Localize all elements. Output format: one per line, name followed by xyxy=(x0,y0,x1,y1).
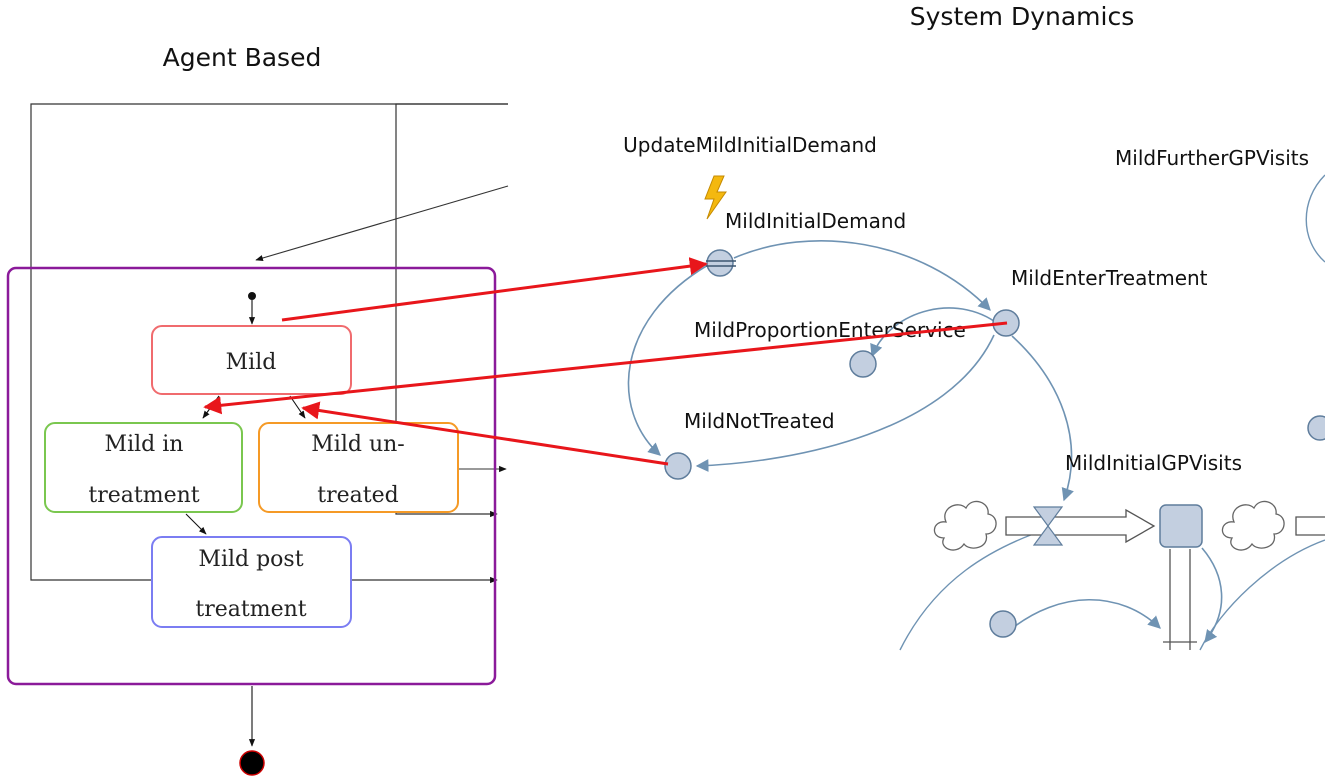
link-param-to-stock xyxy=(1009,598,1161,631)
parameter-mild-proportion-enter-service-label: MildProportionEnterService xyxy=(694,318,966,342)
variable-mild-not-treated[interactable] xyxy=(664,452,692,480)
mapping-arrow-enter-treatment-to-in-treatment xyxy=(203,321,1008,415)
flow-mild-initial-gp-visits-label: MildInitialGPVisits xyxy=(1065,451,1242,475)
link-proportion-to-enter xyxy=(870,307,1004,358)
parameter-mild-proportion-enter-service[interactable] xyxy=(849,350,877,378)
state-mild-in-treatment-label-line1: Mild in xyxy=(105,432,184,457)
incoming-transition-arrow xyxy=(255,185,509,262)
link-partial xyxy=(1199,539,1325,651)
state-mild-in-treatment-label-line2: treatment xyxy=(88,483,199,508)
variable-mild-not-treated-label: MildNotTreated xyxy=(684,409,835,433)
state-mild-untreated xyxy=(258,422,459,513)
link-partial xyxy=(1305,174,1325,263)
state-mild-label: Mild xyxy=(226,350,277,375)
composite-state-mild-pathway xyxy=(6,266,497,686)
variable-mild-initial-demand-label: MildInitialDemand xyxy=(725,209,906,233)
flow-valve-icon[interactable] xyxy=(1032,506,1064,528)
lightning-icon[interactable] xyxy=(704,175,727,220)
link-enter-to-flow xyxy=(1011,335,1074,502)
link-demand-to-enter xyxy=(733,240,991,311)
final-state-dot xyxy=(239,750,265,776)
stock-mild[interactable] xyxy=(1159,504,1203,548)
state-mild xyxy=(151,325,352,395)
flow-pipe-mild-initial-gp-visits[interactable] xyxy=(1005,508,1156,544)
link-enter-to-nottreated xyxy=(695,334,995,472)
outflow-pipe xyxy=(1169,549,1191,650)
event-update-mild-initial-demand-label: UpdateMildInitialDemand xyxy=(623,133,877,157)
cloud-source-icon xyxy=(933,500,997,551)
mapping-arrow-mild-to-initial-demand xyxy=(281,257,708,322)
transition-in-treatment-to-post xyxy=(185,513,207,535)
mapping-arrow-not-treated-to-untreated xyxy=(301,401,669,466)
state-mild-post-treatment-label-line1: Mild post xyxy=(198,547,303,572)
link-stock-to-outflow xyxy=(1201,547,1223,644)
variable-mild-further-gp-visits-label: MildFurtherGPVisits xyxy=(1115,146,1309,170)
initial-state-dot xyxy=(248,292,256,300)
system-dynamics-heading: System Dynamics xyxy=(910,2,1134,31)
variable-mild-enter-treatment-label: MildEnterTreatment xyxy=(1011,266,1208,290)
variable-mild-initial-demand[interactable] xyxy=(706,249,734,277)
variable-partial[interactable] xyxy=(1307,415,1325,441)
state-mild-post-treatment-label-line2: treatment xyxy=(195,597,306,622)
flow-valve-icon xyxy=(1032,524,1064,546)
state-mild-in-treatment xyxy=(44,422,243,513)
system-dynamics-model: UpdateMildInitialDemand MildInitialDeman… xyxy=(623,133,1325,651)
mapping-arrows xyxy=(203,257,1008,466)
agent-based-statechart: Mild Mild in treatment Mild un- treated … xyxy=(6,103,509,776)
link-partial xyxy=(899,527,1051,651)
flow-pipe-partial xyxy=(1295,516,1325,536)
state-mild-post-treatment xyxy=(151,536,352,628)
agent-based-heading: Agent Based xyxy=(163,43,322,72)
cloud-sink-icon xyxy=(1221,500,1285,551)
parameter-partial[interactable] xyxy=(989,610,1017,638)
inner-state-boundary xyxy=(395,103,508,515)
state-mild-untreated-label-line1: Mild un- xyxy=(311,432,404,457)
state-mild-untreated-label-line2: treated xyxy=(317,483,398,508)
